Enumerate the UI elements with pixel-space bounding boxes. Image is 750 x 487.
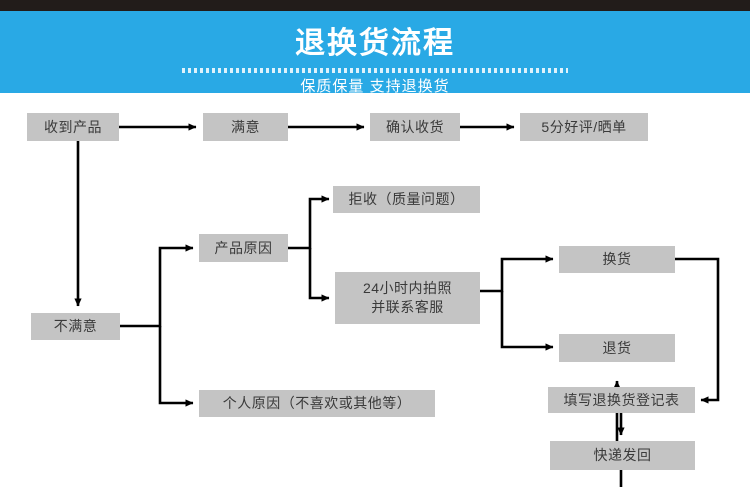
node-photo-within-24h[interactable]: 24小时内拍照 并联系客服: [335, 272, 480, 324]
node-reject-quality-issue[interactable]: 拒收（质量问题）: [333, 186, 480, 213]
node-fill-registration-form[interactable]: 填写退换货登记表: [548, 387, 695, 413]
node-personal-reason[interactable]: 个人原因（不喜欢或其他等）: [199, 390, 435, 417]
node-confirm-receipt[interactable]: 确认收货: [370, 113, 460, 141]
node-product-reason[interactable]: 产品原因: [199, 234, 288, 262]
flowchart-canvas: 收到产品 满意 确认收货 5分好评/晒单 不满意 产品原因 拒收（质量问题） 2…: [0, 93, 750, 487]
top-dark-bar: [0, 0, 750, 11]
node-received[interactable]: 收到产品: [27, 113, 119, 141]
node-exchange[interactable]: 换货: [559, 246, 675, 273]
connector-exchange-to-fillform: [675, 257, 720, 404]
header-banner: 退换货流程 保质保量 支持退换货: [0, 11, 750, 95]
connector-product-reason-to-reject: [288, 195, 330, 250]
node-satisfied[interactable]: 满意: [203, 113, 288, 141]
node-unsatisfied[interactable]: 不满意: [31, 313, 120, 340]
node-ship-back[interactable]: 快递发回: [550, 441, 695, 470]
page-subtitle: 保质保量 支持退换货: [300, 78, 450, 95]
connector-photo24h-to-return: [500, 291, 554, 351]
connector-photo24h-to-exchange: [480, 255, 554, 293]
connector-product-reason-to-photo24h: [308, 248, 330, 302]
node-five-star-review[interactable]: 5分好评/晒单: [520, 113, 648, 141]
node-return[interactable]: 退货: [559, 334, 675, 362]
dotted-divider: [182, 68, 568, 73]
page-title: 退换货流程: [295, 27, 455, 60]
connector-unsatisfied-to-product-reason: [120, 244, 194, 328]
connector-unsatisfied-to-personal-reason: [158, 326, 194, 407]
